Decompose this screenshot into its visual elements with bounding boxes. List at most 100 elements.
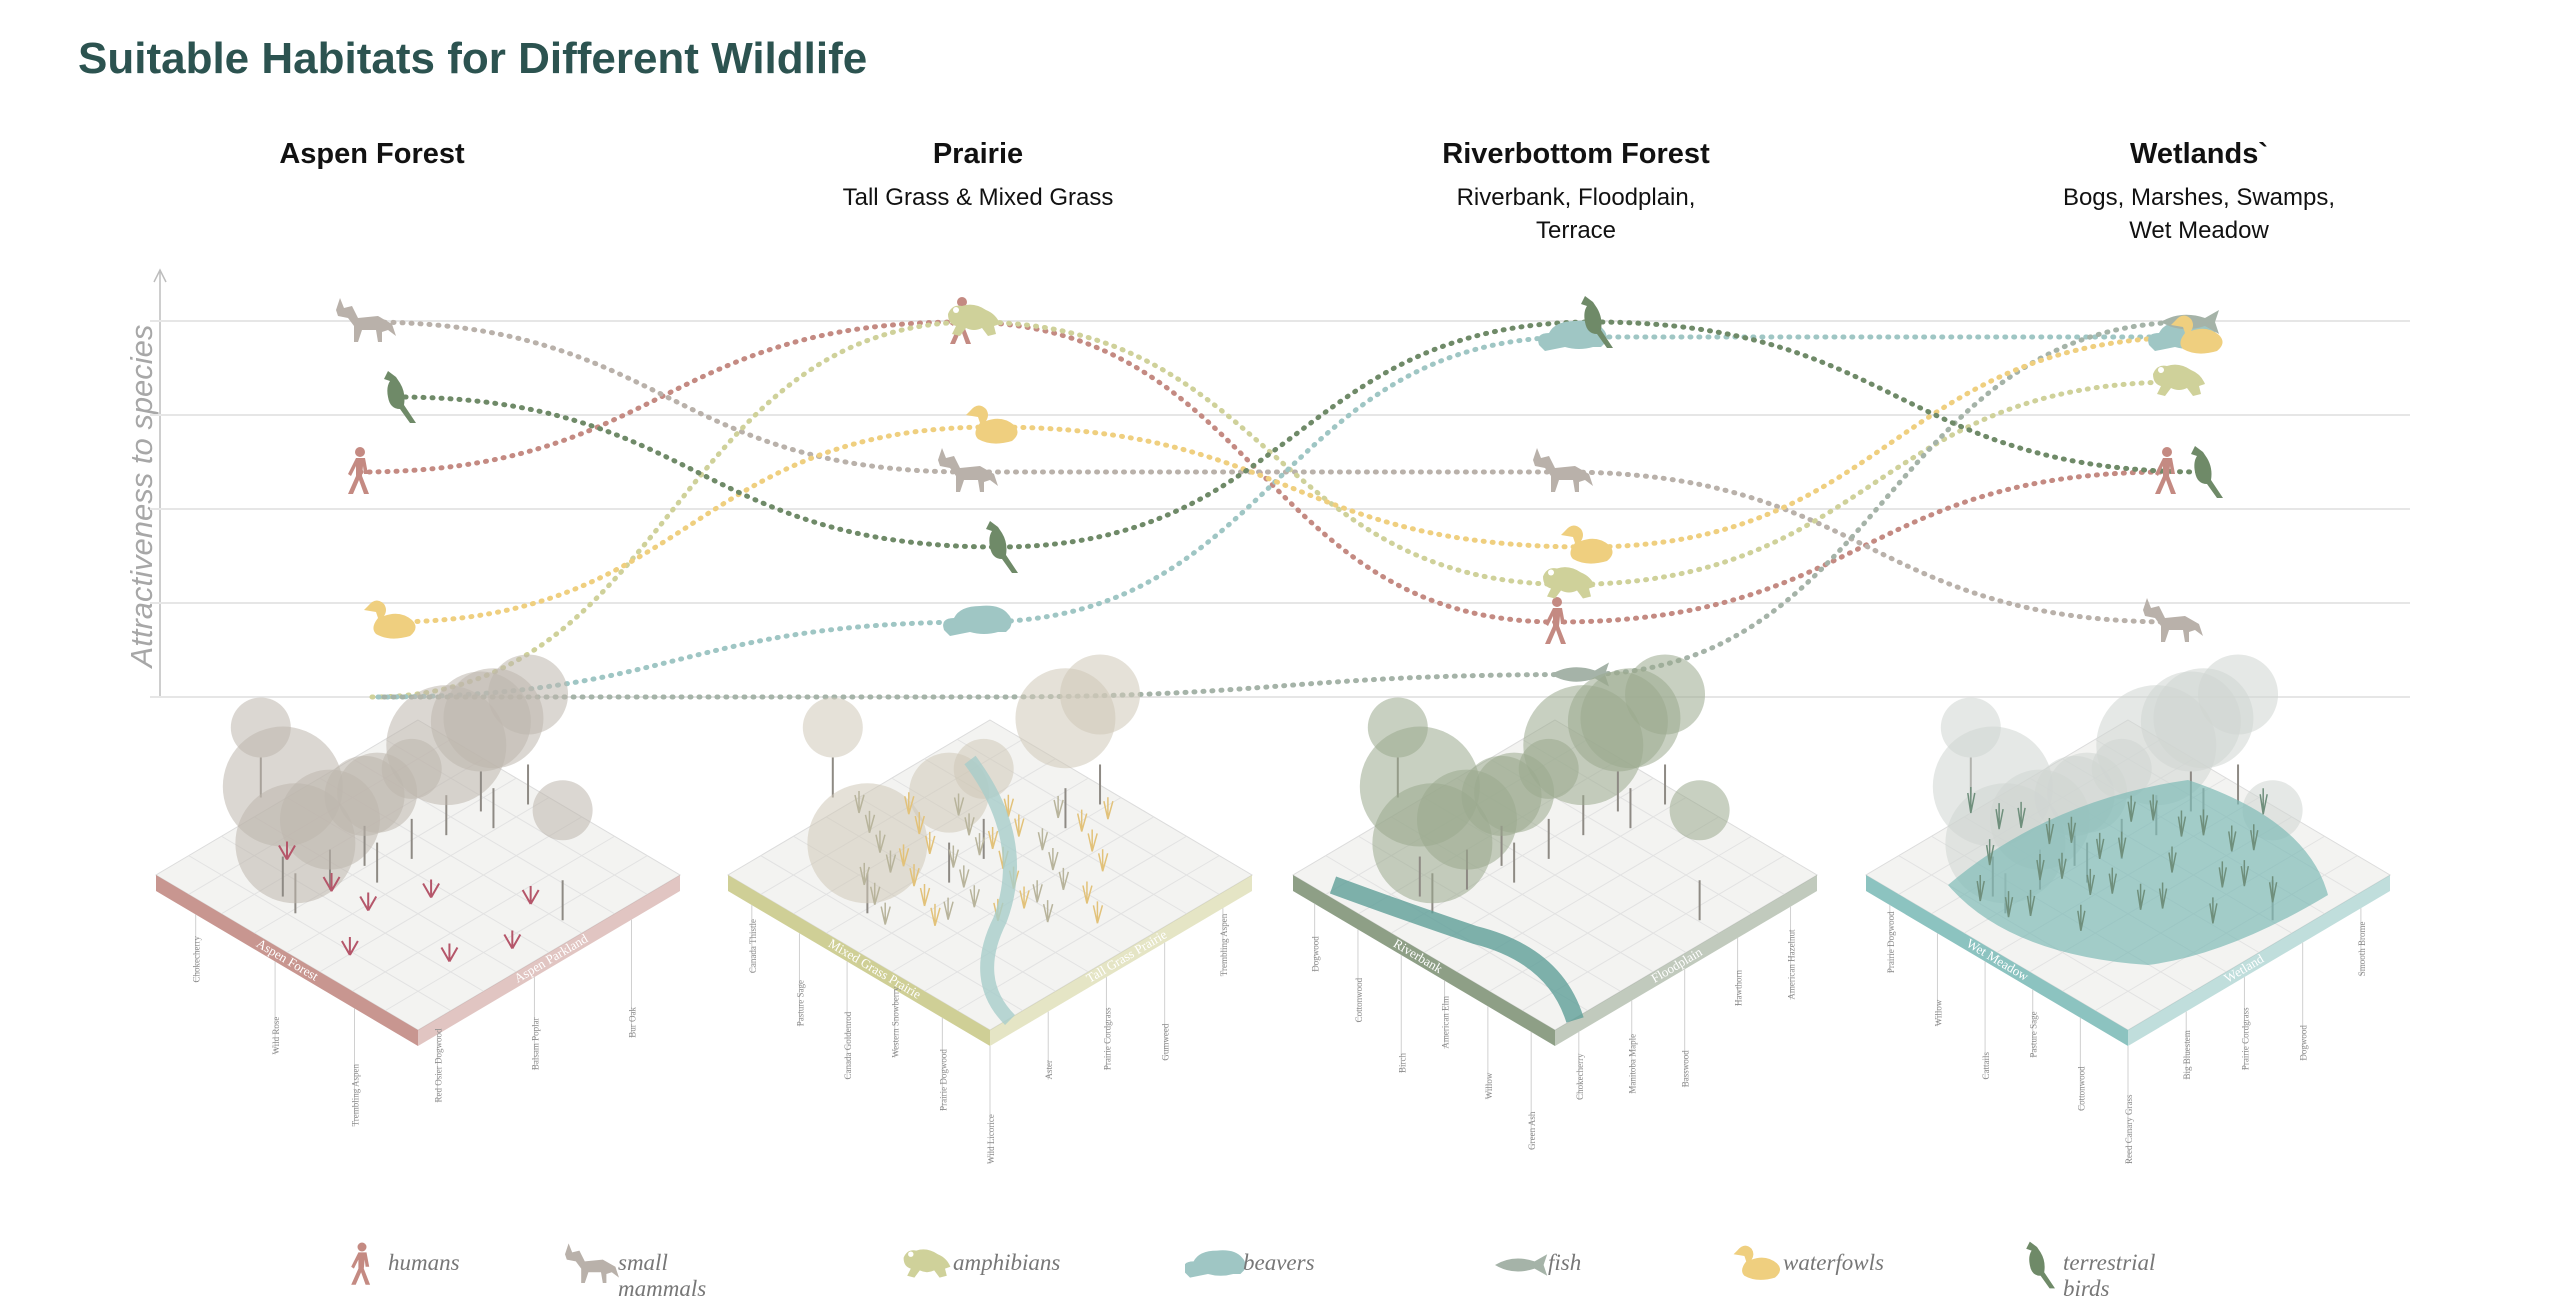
legend-label: amphibians xyxy=(953,1250,1061,1275)
reeds xyxy=(1976,875,1985,902)
shrub xyxy=(341,936,359,956)
block-grid xyxy=(319,816,583,973)
bird-icon xyxy=(2026,1241,2055,1289)
shrub xyxy=(440,943,459,962)
plant-label: American Elm xyxy=(1441,996,1451,1049)
grass xyxy=(1087,829,1098,852)
grass xyxy=(1048,848,1059,871)
plant-label: Canada Goldenrod xyxy=(843,1011,853,1079)
duck-icon xyxy=(364,600,416,639)
species-markers xyxy=(336,296,2223,687)
grass xyxy=(909,864,920,887)
tree-canopy xyxy=(807,783,928,904)
grass xyxy=(898,844,910,867)
tree-canopy xyxy=(532,780,593,841)
legend-label: beavers xyxy=(1243,1250,1315,1275)
plant-label: Balsam Poplar xyxy=(530,1017,540,1070)
grass xyxy=(1076,809,1088,832)
human-icon xyxy=(351,1242,371,1285)
fox-icon xyxy=(565,1243,619,1283)
habitat-heading-wetlands: Wetlands` Bogs, Marshes, Swamps, Wet Mea… xyxy=(1919,138,2479,247)
reeds xyxy=(1995,803,2004,830)
grass xyxy=(1053,795,1064,819)
tree-canopy xyxy=(1060,654,1141,735)
grass xyxy=(854,791,865,814)
habitat-heading-aspen-forest: Aspen Forest xyxy=(92,138,652,181)
stream xyxy=(964,755,1017,1025)
attractiveness-grid xyxy=(150,268,2410,698)
grass xyxy=(1032,880,1043,903)
plant-label: Manitoba Maple xyxy=(1628,1034,1638,1094)
plant-label: Pasture Sage xyxy=(795,980,805,1026)
plant-label: Birch xyxy=(1397,1053,1407,1073)
beaver-icon xyxy=(943,605,1012,636)
tree-canopy xyxy=(802,697,863,758)
plant-label: Basswood xyxy=(1681,1050,1691,1088)
beaver-icon xyxy=(1185,1250,1246,1278)
grass xyxy=(914,812,925,835)
plant-label: Chokecherry xyxy=(192,936,202,983)
grass xyxy=(948,845,960,868)
block-grid xyxy=(352,835,615,992)
tree-canopy xyxy=(2140,671,2241,772)
plant-label: Gumweed xyxy=(1161,1023,1171,1060)
grass xyxy=(953,793,965,816)
frog-icon xyxy=(903,1249,951,1278)
y-axis-arrow xyxy=(153,268,167,283)
shrub xyxy=(359,892,378,911)
frog-icon xyxy=(948,304,1000,336)
plant-label: Pasture Sage xyxy=(2029,1011,2039,1057)
plant-label: Willow xyxy=(1484,1072,1494,1099)
grass xyxy=(1103,797,1114,820)
reeds xyxy=(2250,824,2259,851)
legend-label: waterfowls xyxy=(1783,1250,1884,1275)
legend-label: terrestrial birds xyxy=(2063,1250,2156,1301)
curve-fish xyxy=(381,319,2194,700)
plant-label: Willow xyxy=(1933,999,1943,1026)
grass xyxy=(1003,794,1015,817)
grass xyxy=(1042,900,1054,923)
block-grid xyxy=(286,797,550,953)
reeds xyxy=(2158,882,2168,909)
reeds xyxy=(2168,846,2177,873)
grass xyxy=(859,862,870,886)
bird-icon xyxy=(2191,446,2223,498)
frog-icon xyxy=(903,1249,951,1278)
reeds xyxy=(2218,861,2228,888)
river xyxy=(1329,876,1584,1023)
fox-icon xyxy=(565,1243,619,1283)
plant-label: Trembling Aspen xyxy=(350,1063,360,1126)
plant-label: Prairie Dogwood xyxy=(938,1049,948,1111)
grass xyxy=(969,885,981,908)
shrub xyxy=(503,930,522,949)
plant-label: Reed Canary Grass xyxy=(2124,1094,2134,1164)
block-side-left xyxy=(1293,875,1555,1046)
block-side-left xyxy=(1866,875,2128,1046)
habitat-title: Riverbottom Forest xyxy=(1442,138,1710,170)
grass xyxy=(880,902,891,925)
reeds xyxy=(2136,883,2146,910)
grass xyxy=(959,865,970,888)
block-side-left xyxy=(728,875,990,1046)
plant-label: Aster xyxy=(1044,1060,1054,1080)
plant-label: Wild Licorice xyxy=(986,1114,996,1164)
plant-label: Dogwood xyxy=(1311,936,1321,972)
fox-icon xyxy=(1533,448,1593,492)
block-grid xyxy=(188,855,452,1012)
shrub xyxy=(521,885,540,905)
habitat-heading-riverbottom-forest: Riverbottom Forest Riverbank, Floodplain… xyxy=(1296,138,1856,247)
block-grid xyxy=(924,835,1187,992)
plant-label: Hawthorn xyxy=(1734,969,1744,1005)
beaver-icon xyxy=(1185,1250,1246,1278)
reeds xyxy=(2095,832,2105,860)
plant-label: Cattails xyxy=(1981,1051,1991,1079)
fox-icon xyxy=(336,298,396,342)
reeds xyxy=(2058,852,2067,879)
plant-label: Dogwood xyxy=(2299,1025,2309,1061)
human-icon xyxy=(1545,597,1566,644)
plant-label: Red Osier Dogwood xyxy=(433,1028,443,1102)
grass xyxy=(974,833,986,856)
bird-icon xyxy=(384,371,416,423)
